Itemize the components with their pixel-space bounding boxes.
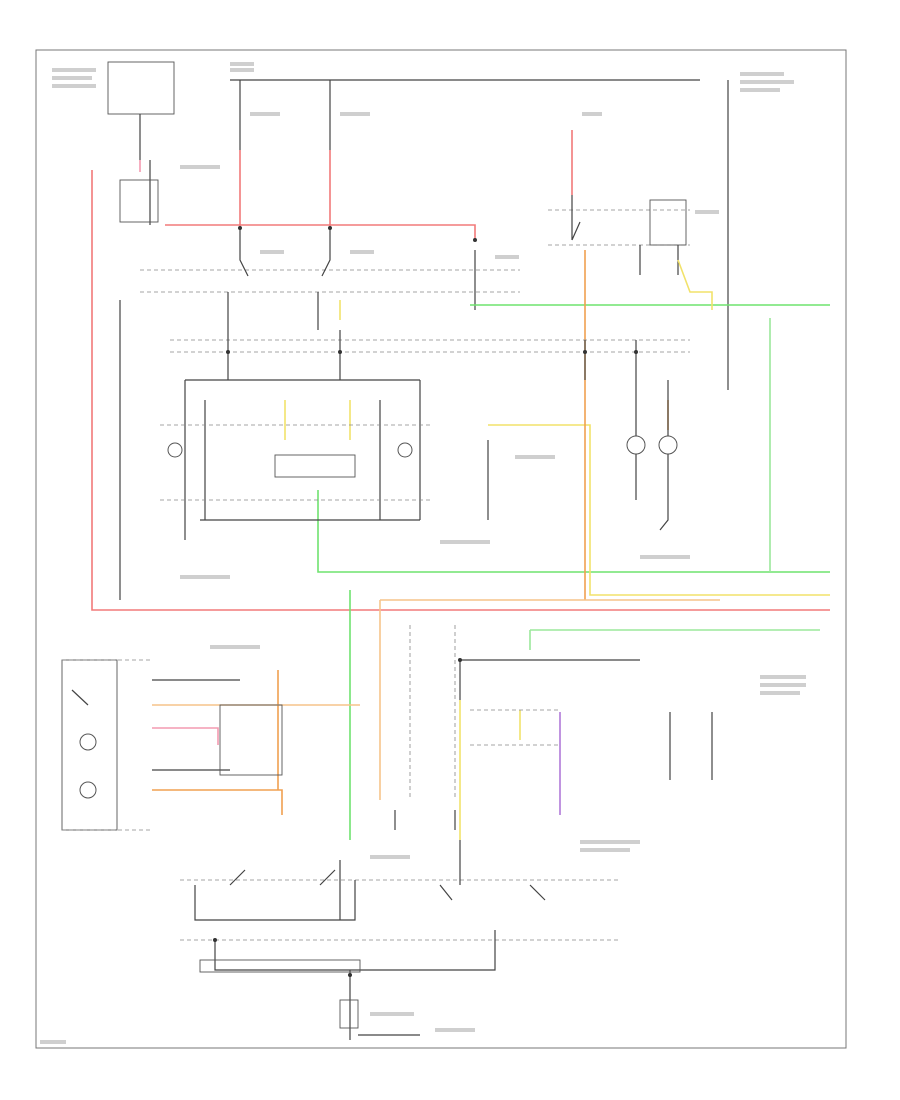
lamp-group <box>487 380 678 531</box>
diagram-border <box>35 49 847 1049</box>
lamp-bulb-icon <box>626 435 646 455</box>
middle-bus <box>160 330 690 540</box>
right-top-relay <box>548 80 729 390</box>
lamp-bulb-icon <box>79 733 97 751</box>
top-left-fuse-block <box>107 61 175 225</box>
bottom-switch-row <box>180 840 620 971</box>
lower-left-panel <box>61 659 283 831</box>
upper-relays <box>119 228 520 600</box>
pink-wires <box>139 160 219 745</box>
left-middle-lamps <box>167 442 413 458</box>
yellow-wires <box>284 259 830 840</box>
bottom-ground <box>199 959 420 1040</box>
red-wires <box>91 130 830 611</box>
green-wires <box>317 304 830 840</box>
lamp-bulb-icon <box>397 442 413 458</box>
lamp-bulb-icon <box>79 781 97 799</box>
unreadable-label-marks <box>40 62 806 1044</box>
top-bus <box>230 79 700 150</box>
lamp-bulb-icon <box>167 442 183 458</box>
lamp-bulb-icon <box>658 435 678 455</box>
lower-middle <box>394 625 713 830</box>
orange-wires <box>152 250 720 815</box>
junction-nodes <box>213 226 638 977</box>
